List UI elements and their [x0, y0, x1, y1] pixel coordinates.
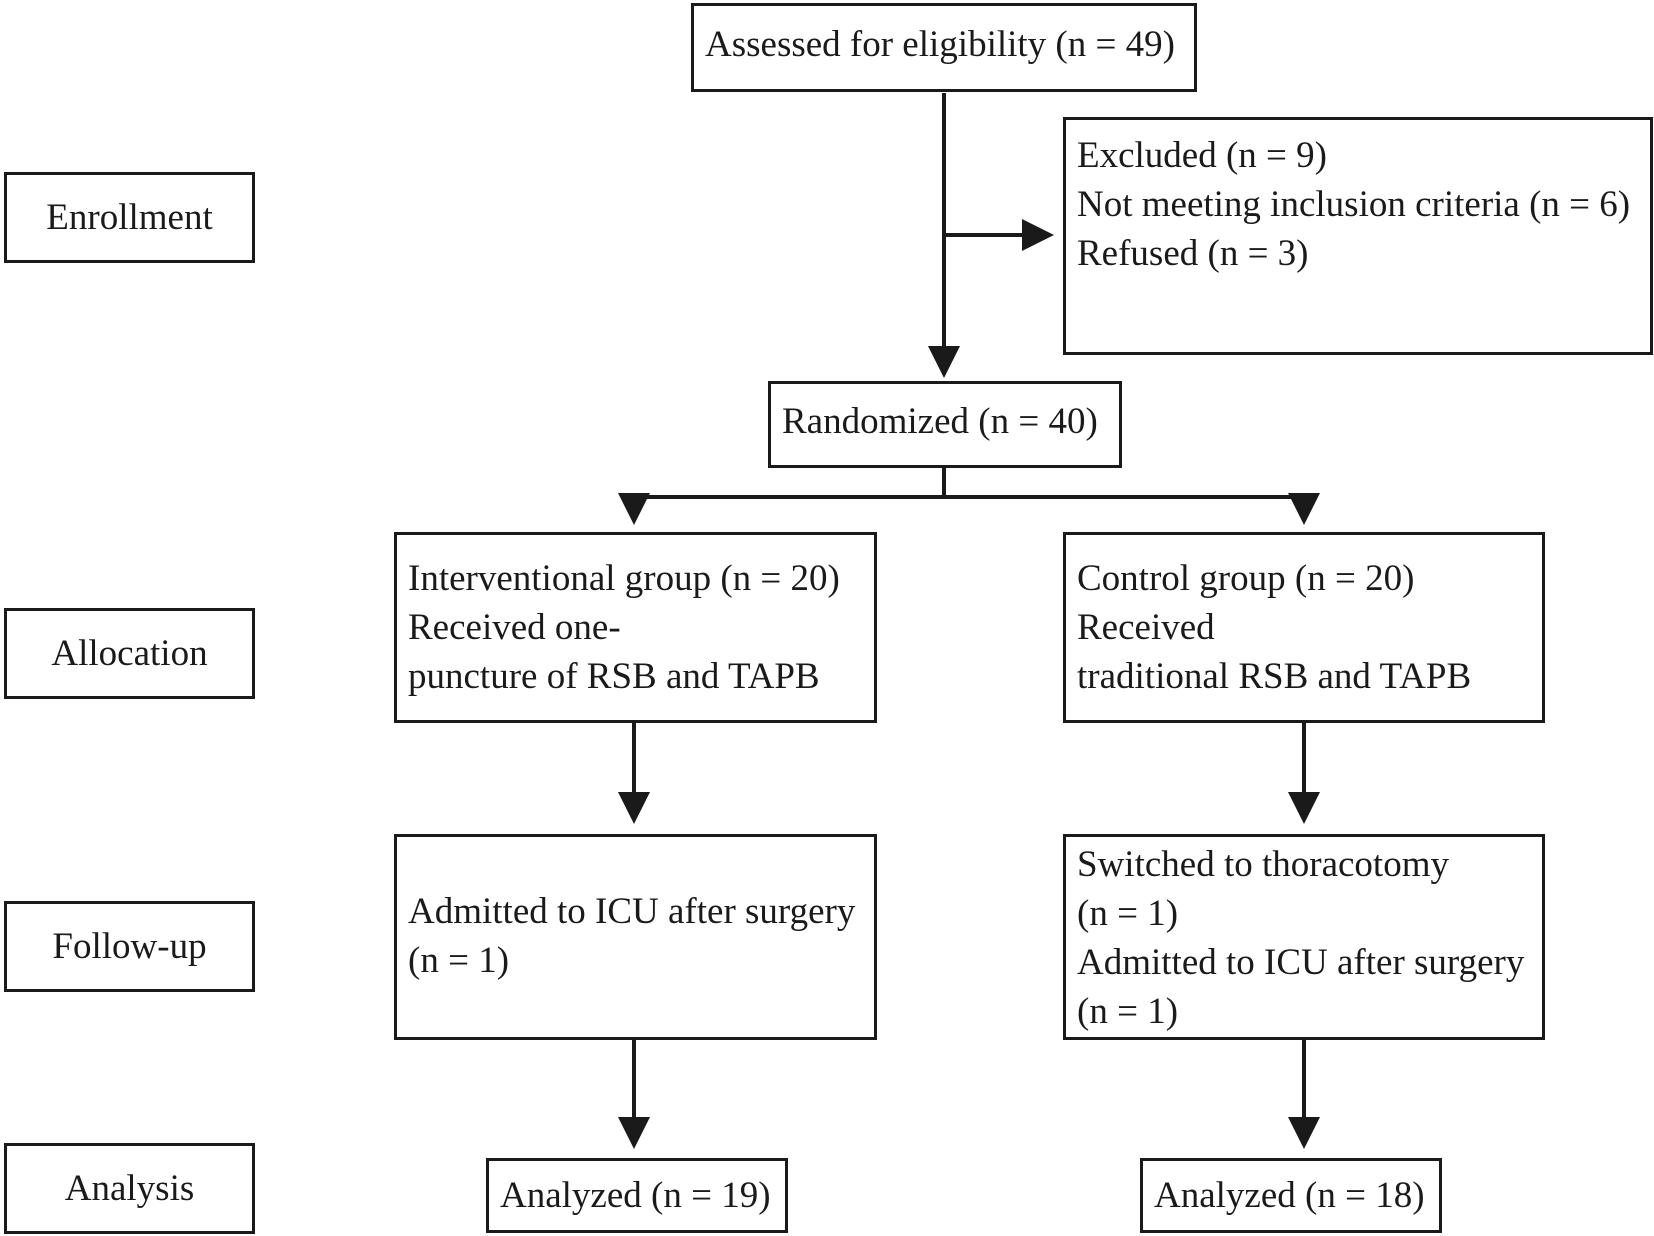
control-box: Control group (n = 20) Received traditio…	[1063, 532, 1545, 723]
analyzed-right-box: Analyzed (n = 18)	[1140, 1158, 1442, 1233]
followup-right-line-2: (n = 1)	[1077, 893, 1179, 934]
stage-allocation: Allocation	[4, 608, 255, 699]
control-line-2: Received	[1077, 607, 1215, 648]
randomized-text: Randomized (n = 40)	[782, 401, 1098, 442]
assessed-text: Assessed for eligibility (n = 49)	[705, 24, 1175, 65]
control-line-3: traditional RSB and TAPB	[1077, 656, 1472, 697]
assessed-box: Assessed for eligibility (n = 49)	[691, 3, 1197, 92]
stage-enrollment: Enrollment	[4, 172, 255, 263]
stage-followup: Follow-up	[4, 901, 255, 992]
stage-analysis-label: Analysis	[64, 1168, 195, 1209]
interventional-box: Interventional group (n = 20) Received o…	[394, 532, 877, 723]
followup-left-line-1: Admitted to ICU after surgery	[408, 891, 856, 932]
interventional-line-3: puncture of RSB and TAPB	[408, 656, 820, 697]
analyzed-right-text: Analyzed (n = 18)	[1154, 1175, 1425, 1216]
randomized-box: Randomized (n = 40)	[768, 381, 1122, 468]
control-line-1: Control group (n = 20)	[1077, 558, 1415, 599]
interventional-line-1: Interventional group (n = 20)	[408, 558, 840, 599]
excluded-line-2: Refused (n = 3)	[1077, 233, 1309, 274]
excluded-line-1: Not meeting inclusion criteria (n = 6)	[1077, 184, 1631, 225]
stage-followup-label: Follow-up	[52, 926, 207, 967]
stage-enrollment-label: Enrollment	[46, 197, 213, 238]
stage-analysis: Analysis	[4, 1143, 255, 1234]
excluded-title: Excluded (n = 9)	[1077, 135, 1327, 176]
stage-allocation-label: Allocation	[51, 633, 208, 674]
followup-right-line-3: Admitted to ICU after surgery	[1077, 942, 1525, 983]
analyzed-left-box: Analyzed (n = 19)	[486, 1158, 788, 1233]
excluded-box: Excluded (n = 9) Not meeting inclusion c…	[1063, 117, 1653, 355]
followup-right-box: Switched to thoracotomy (n = 1) Admitted…	[1063, 834, 1545, 1040]
analyzed-left-text: Analyzed (n = 19)	[500, 1175, 771, 1216]
followup-right-line-4: (n = 1)	[1077, 991, 1179, 1032]
followup-right-line-1: Switched to thoracotomy	[1077, 844, 1449, 885]
interventional-line-2: Received one-	[408, 607, 621, 648]
followup-left-line-2: (n = 1)	[408, 940, 510, 981]
followup-left-box: Admitted to ICU after surgery (n = 1)	[394, 834, 877, 1040]
